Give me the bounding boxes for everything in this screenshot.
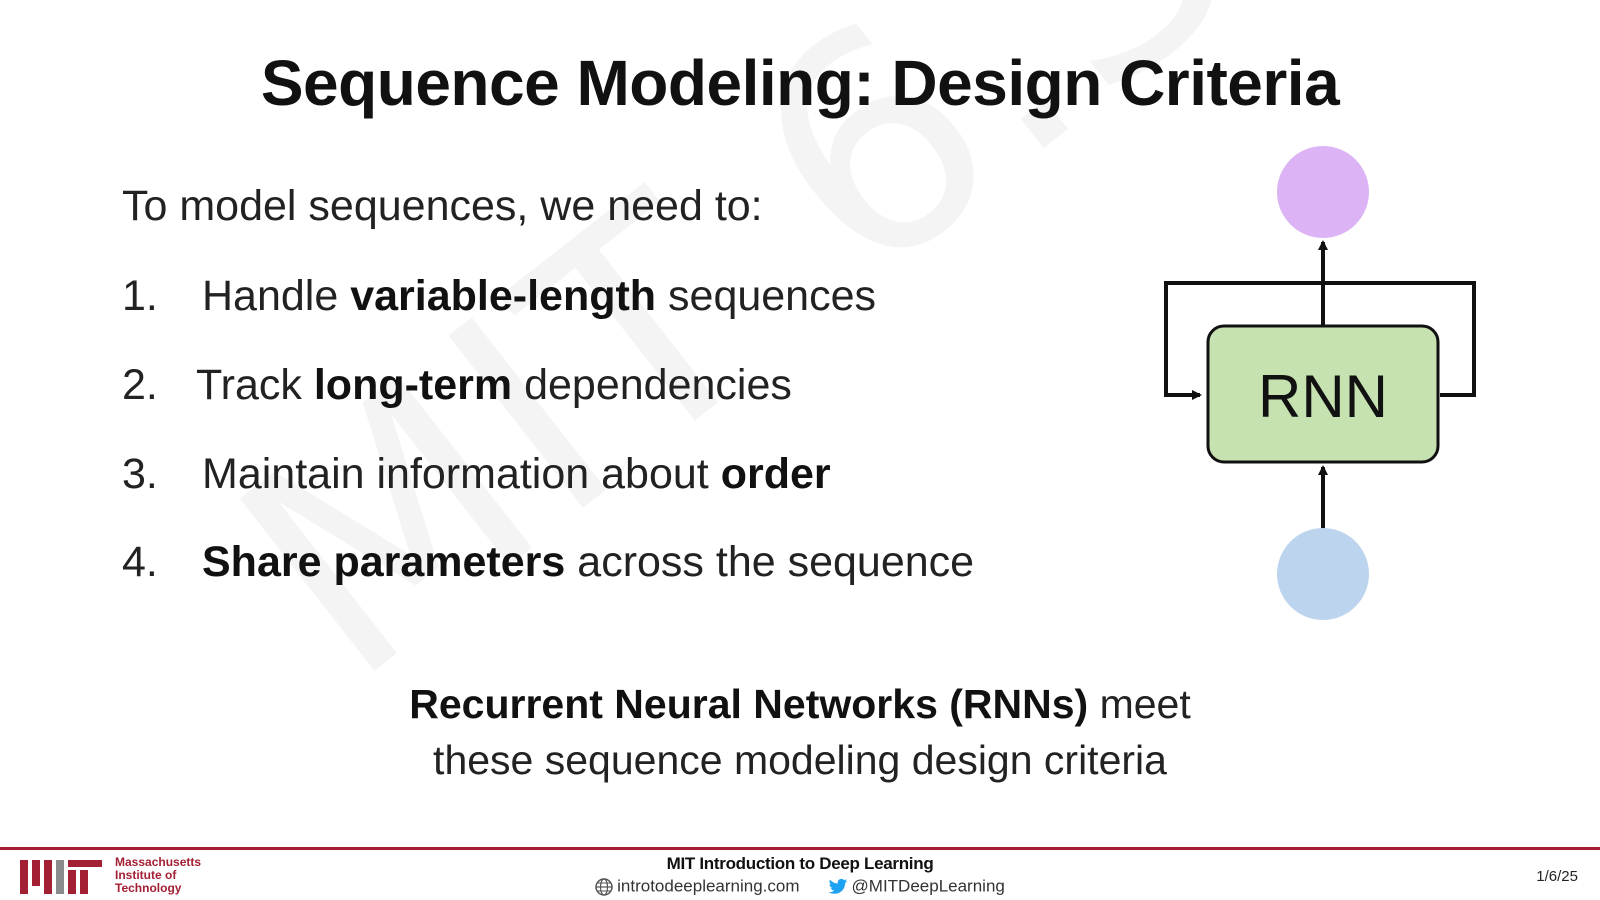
output-node (1277, 146, 1369, 238)
item-number: 3. (122, 450, 158, 498)
item-text-bold: order (720, 450, 831, 498)
conclusion-rest: meet (1088, 681, 1191, 727)
website-link[interactable]: introtodeeplearning.com (617, 876, 800, 896)
conclusion-bold: Recurrent Neural Networks (RNNs) (409, 681, 1089, 727)
item-text-pre: Maintain information about (202, 450, 721, 498)
slide-date: 1/6/25 (1536, 868, 1578, 885)
mit-logo (20, 860, 102, 894)
conclusion-line-2: these sequence modeling design criteria (433, 737, 1167, 783)
item-text-post: sequences (656, 272, 877, 320)
intro-text: To model sequences, we need to: (122, 182, 763, 230)
input-node (1277, 528, 1369, 620)
criteria-item-3: 3. Maintain information about order (122, 450, 831, 499)
item-text-pre: Track (196, 361, 314, 409)
footer: Massachusetts Institute of Technology MI… (0, 847, 1600, 900)
item-text-post: dependencies (512, 361, 792, 409)
criteria-item-4: 4. Share parameters across the sequence (122, 538, 974, 587)
conclusion-line-1: Recurrent Neural Networks (RNNs) meet (0, 676, 1600, 732)
criteria-item-2: 2. Track long-term dependencies (122, 361, 792, 410)
item-text-pre: Handle (202, 272, 351, 320)
criteria-item-1: 1. Handle variable-length sequences (122, 272, 876, 321)
item-text-post: across the sequence (565, 538, 975, 586)
item-number: 4. (122, 538, 158, 586)
institution-line-1: Massachusetts (115, 855, 202, 869)
footer-links: introtodeeplearning.com @MITDeepLearning (0, 876, 1600, 897)
slide-title: Sequence Modeling: Design Criteria (260, 47, 1340, 119)
item-number: 1. (122, 272, 158, 320)
twitter-handle[interactable]: @MITDeepLearning (851, 876, 1005, 896)
rnn-box (1206, 324, 1440, 464)
recurrence-loop (1164, 281, 1476, 400)
institution-line-2: Institute of (115, 868, 177, 882)
item-text-bold: variable-length (350, 272, 657, 320)
globe-icon (595, 877, 613, 896)
course-title: MIT Introduction to Deep Learning (666, 854, 934, 873)
item-text-bold: long-term (313, 361, 513, 409)
item-text-bold: Share parameters (202, 538, 566, 586)
rnn-diagram: RNN (1164, 146, 1476, 620)
institution-line-3: Technology (115, 881, 182, 895)
rnn-box-label: RNN (1258, 363, 1388, 430)
item-number: 2. (122, 361, 158, 409)
twitter-icon (828, 878, 847, 894)
institution-name: Massachusetts Institute of Technology (115, 856, 201, 895)
